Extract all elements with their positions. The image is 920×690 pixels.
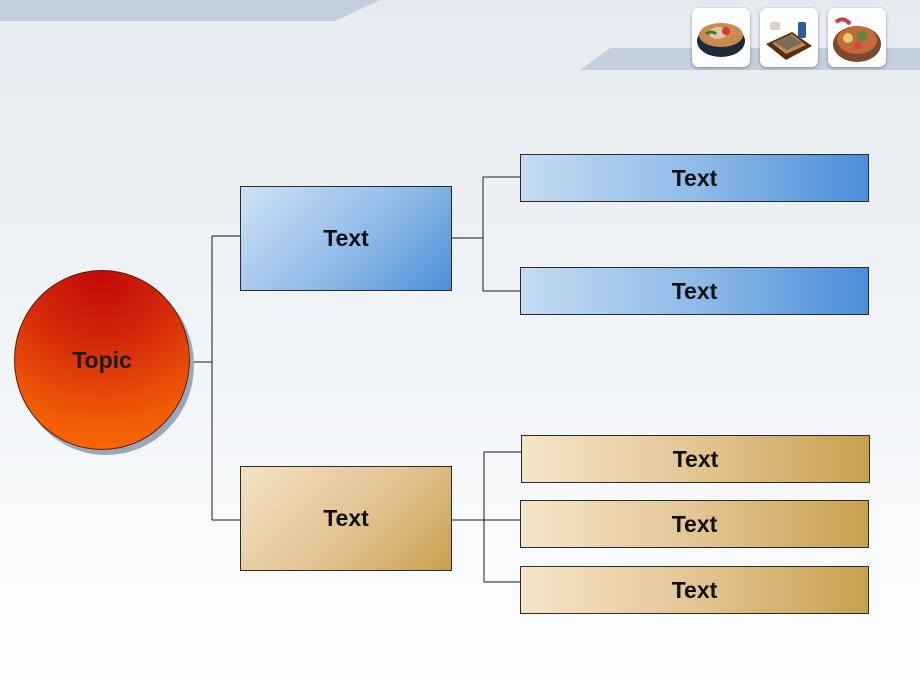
leaf-label: Text xyxy=(671,277,718,304)
ramen-bowl-icon xyxy=(692,8,750,67)
leaf-node-blue: Text xyxy=(520,267,869,315)
soba-tray-icon xyxy=(760,8,818,67)
branch-label: Text xyxy=(323,505,369,531)
hotpot-icon xyxy=(828,8,886,67)
branch-node-blue: Text xyxy=(240,186,452,291)
leaf-node-blue: Text xyxy=(520,154,869,202)
leaf-label: Text xyxy=(671,164,718,191)
leaf-label: Text xyxy=(671,510,718,537)
leaf-node-tan: Text xyxy=(520,566,869,614)
leaf-label: Text xyxy=(671,576,718,603)
topic-label: Topic xyxy=(72,346,132,373)
topic-node: Topic xyxy=(14,270,190,450)
branch-node-tan: Text xyxy=(240,466,452,571)
leaf-node-tan: Text xyxy=(521,435,870,483)
branch-label: Text xyxy=(323,225,369,251)
leaf-label: Text xyxy=(672,445,719,472)
leaf-node-tan: Text xyxy=(520,500,869,548)
header-band xyxy=(0,0,380,21)
